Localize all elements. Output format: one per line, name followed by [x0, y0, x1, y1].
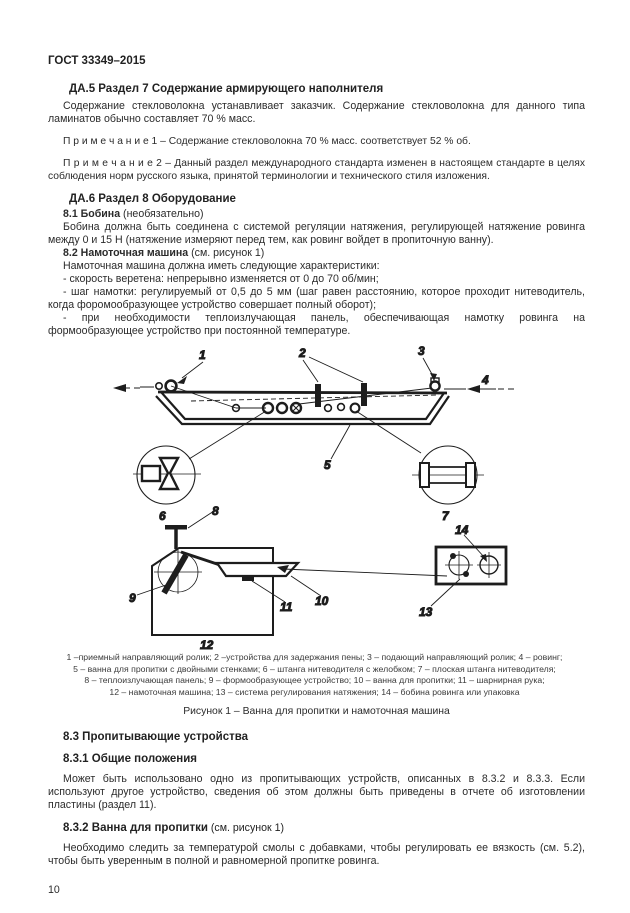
bullet-winding-step: - шаг намотки: регулируемый от 0,5 до 5 …	[48, 286, 585, 311]
subheading-8-2-label: 8.2 Намоточная машина	[63, 247, 189, 259]
section-heading-8-3-2-tail: (см. рисунок 1)	[207, 822, 285, 834]
figure-callout-10: 10	[315, 594, 329, 608]
forming-device-icon	[161, 553, 189, 595]
winding-machine	[151, 525, 448, 636]
figure-callout-6: 6	[159, 509, 166, 523]
hinged-arm-icon	[242, 576, 254, 581]
subheading-8-2: 8.2 Намоточная машина (см. рисунок 1)	[48, 247, 585, 260]
para-8-3-2: Необходимо следить за температурой смолы…	[48, 842, 585, 867]
detail-circle-flat-rod	[412, 445, 484, 505]
detail-circle-grooved-rod	[133, 445, 201, 505]
section-heading-da5: ДА.5 Раздел 7 Содержание армирующего нап…	[69, 83, 384, 95]
callout-leaders-machine	[136, 510, 322, 603]
figure-1: 1 2 3 4 5 6 7	[0, 342, 630, 652]
figure-callout-14: 14	[455, 523, 469, 537]
note-1: П р и м е ч а н и е 1 – Содержание стекл…	[63, 136, 471, 147]
foam-device-icon	[361, 383, 367, 406]
subheading-8-1-label: 8.1 Бобина	[63, 208, 121, 220]
trough-icon	[214, 561, 301, 578]
figure-callout-5: 5	[324, 458, 331, 472]
figure-legend-line-1: 1 –приемный направляющий ролик; 2 –устро…	[66, 652, 563, 662]
figure-callout-7: 7	[442, 509, 450, 523]
section-heading-da6: ДА.6 Раздел 8 Оборудование	[69, 193, 236, 205]
header-title: ГОСТ 33349–2015	[48, 55, 146, 67]
foam-device-icon	[315, 384, 321, 407]
bullet-heat-panel: - при необходимости теплоизлучающая пане…	[48, 312, 585, 337]
section-heading-8-3: 8.3 Пропитывающие устройства	[63, 731, 249, 743]
section-heading-8-3-1: 8.3.1 Общие положения	[63, 753, 198, 765]
figure-callout-8: 8	[212, 504, 219, 518]
figure-legend-line-2: 5 – ванна для пропитки с двойными стенка…	[73, 663, 556, 674]
figure-legend-line-4: 12 – намоточная машина; 13 – система рег…	[109, 686, 520, 697]
subheading-8-1-tail: (необязательно)	[120, 208, 204, 220]
bullet-spindle-speed: - скорость веретена: непрерывно изменяет…	[63, 273, 379, 285]
callout-leaders	[177, 356, 437, 460]
page-number: 10	[48, 884, 60, 896]
figure-callout-4: 4	[481, 373, 489, 387]
roving-line	[282, 568, 448, 577]
para-8-3-1: Может быть использовано одно из пропитыв…	[48, 773, 585, 811]
subheading-8-1: 8.1 Бобина (необязательно)	[48, 208, 585, 221]
figure-caption: Рисунок 1 – Ванна для пропитки и намоточ…	[183, 706, 450, 717]
note-2: П р и м е ч а н и е 2 – Данный раздел ме…	[48, 158, 585, 182]
section-heading-8-3-2: 8.3.2 Ванна для пропитки (см. рисунок 1)	[48, 822, 585, 834]
thread-guide-t-icon	[165, 525, 187, 530]
impregnation-bath	[113, 377, 516, 426]
figure-legend: 1 –приемный направляющий ролик; 2 –устро…	[34, 652, 595, 698]
section-heading-8-3-2-label: 8.3.2 Ванна для пропитки	[63, 822, 208, 834]
subheading-8-2-tail: (см. рисунок 1)	[188, 247, 265, 259]
figure-callout-1: 1	[199, 348, 206, 362]
figure-legend-line-3: 8 – теплоизлучающая панель; 9 – формообр…	[84, 675, 545, 685]
figure-callout-13: 13	[419, 605, 433, 619]
flow-arrow-left-icon	[113, 384, 126, 392]
callout-leaders-tension	[430, 534, 487, 607]
para-8-1: Бобина должна быть соединена с системой …	[48, 221, 585, 246]
para-8-2-intro: Намоточная машина должна иметь следующие…	[63, 260, 380, 272]
para-da5: Содержание стекловолокна устанавливает з…	[48, 100, 585, 125]
figure-callout-2: 2	[298, 346, 306, 360]
figure-callout-3: 3	[418, 344, 425, 358]
tension-system-box	[434, 545, 508, 586]
figure-callout-12: 12	[200, 638, 214, 652]
figure-callout-11: 11	[280, 600, 293, 614]
flow-arrow-right-icon	[467, 385, 480, 393]
figure-1-drawing: 1 2 3 4 5 6 7	[113, 344, 516, 652]
figure-callout-9: 9	[129, 591, 136, 605]
